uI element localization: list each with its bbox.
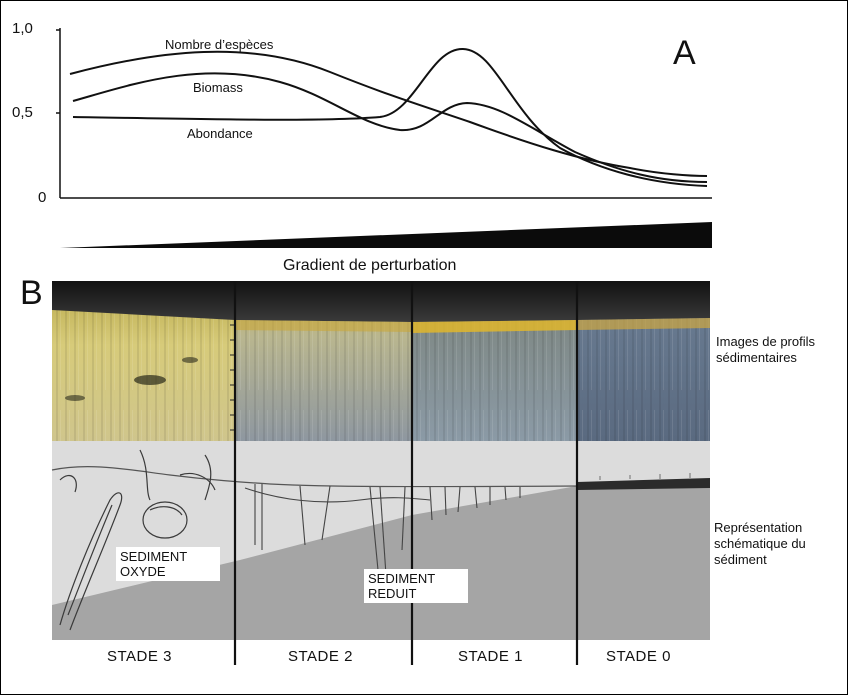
panel-a-letter: A	[673, 34, 696, 72]
stage-1-label: STADE 1	[458, 648, 523, 665]
profile-images	[52, 281, 710, 441]
label-abondance: Abondance	[187, 126, 253, 141]
gradient-label: Gradient de perturbation	[283, 257, 457, 274]
label-nombre-especes: Nombre d’espèces	[165, 37, 274, 52]
curve-biomass	[72, 72, 708, 183]
curve-abondance	[72, 47, 708, 187]
y-tick-0: 0	[38, 189, 47, 206]
stage-3-label: STADE 3	[107, 648, 172, 665]
label-biomass: Biomass	[193, 80, 243, 95]
y-tick-0-5: 0,5	[12, 104, 33, 121]
sediment-schema	[51, 441, 711, 640]
label-sediment-reduit: SEDIMENT REDUIT	[364, 569, 468, 603]
stage-0-label: STADE 0	[606, 648, 671, 665]
panel-b-letter: B	[20, 274, 43, 312]
label-images-profils: Images de profils sédimentaires	[716, 334, 815, 365]
curve-nombre-especes	[69, 50, 708, 177]
gradient-wedge	[60, 222, 712, 248]
panel-a-axes	[56, 28, 712, 199]
label-sediment-oxyde: SEDIMENT OXYDE	[116, 547, 220, 581]
label-representation-schematique: Représentation schématique du sédiment	[714, 520, 806, 567]
y-tick-1-0: 1,0	[12, 20, 33, 37]
stage-2-label: STADE 2	[288, 648, 353, 665]
